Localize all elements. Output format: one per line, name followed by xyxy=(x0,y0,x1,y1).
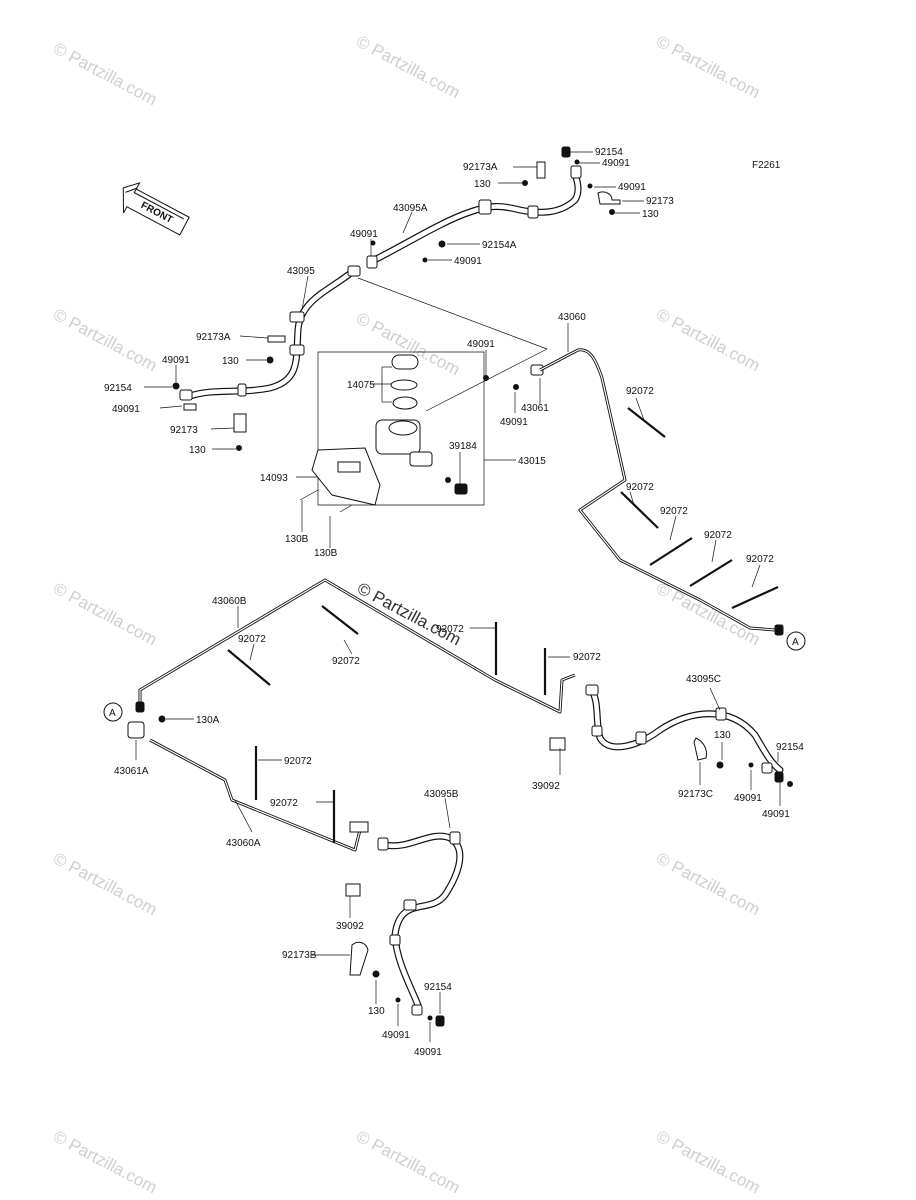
cable-ties-middle xyxy=(227,605,547,695)
callout-92072-m2: 92072 xyxy=(332,656,360,667)
callout-92072-r3: 92072 xyxy=(660,506,688,517)
watermark: © Partzilla.com xyxy=(353,1127,463,1198)
callout-92072-r4: 92072 xyxy=(704,530,732,541)
watermark: © Partzilla.com xyxy=(50,1127,160,1198)
callout-49091-mc1: 49091 xyxy=(467,339,495,350)
pipe-43060: A xyxy=(539,348,806,651)
callout-92154A: 92154A xyxy=(482,240,517,251)
leader-lines xyxy=(135,151,781,1042)
hose-43095B xyxy=(345,821,464,1027)
callout-43015: 43015 xyxy=(518,456,546,467)
callout-92072-r1: 92072 xyxy=(626,386,654,397)
callout-49091-left1: 49091 xyxy=(162,355,190,366)
watermark: © Partzilla.com xyxy=(653,579,763,650)
callout-49091-rc1: 49091 xyxy=(734,793,762,804)
callout-92072-m3: 92072 xyxy=(436,624,464,635)
hose-43095A-assembly xyxy=(366,146,621,269)
callout-49091-rc2: 49091 xyxy=(762,809,790,820)
callout-92072-m1: 92072 xyxy=(238,634,266,645)
callout-43095A: 43095A xyxy=(393,203,428,214)
watermark: © Partzilla.com xyxy=(50,305,160,376)
callout-49091-b: 49091 xyxy=(454,256,482,267)
callout-49091-a: 49091 xyxy=(350,229,378,240)
callout-39092-b: 39092 xyxy=(336,921,364,932)
callout-49091-mc2: 49091 xyxy=(500,417,528,428)
callout-92173-top: 92173 xyxy=(646,196,674,207)
callout-130A: 130A xyxy=(196,715,220,726)
pipe-43060A xyxy=(149,738,362,852)
watermark: © Partzilla.com xyxy=(653,1127,763,1198)
callout-130B-2: 130B xyxy=(314,548,338,559)
callout-130-top1: 130 xyxy=(474,179,491,190)
callout-43095C: 43095C xyxy=(686,674,721,685)
callout-130-left2: 130 xyxy=(189,445,206,456)
center-watermark: © Partzilla.com xyxy=(354,579,464,650)
callout-92173A-left: 92173A xyxy=(196,332,231,343)
callout-49091-b2: 49091 xyxy=(414,1047,442,1058)
watermark: © Partzilla.com xyxy=(353,32,463,103)
watermark: © Partzilla.com xyxy=(653,32,763,103)
callout-92154-b: 92154 xyxy=(424,982,452,993)
watermark: © Partzilla.com xyxy=(50,849,160,920)
callout-92072-b1: 92072 xyxy=(284,756,312,767)
connector-a-left: A xyxy=(109,708,116,719)
cable-ties-right xyxy=(620,407,779,610)
callout-92072-m4: 92072 xyxy=(573,652,601,663)
callout-49091-top2: 49091 xyxy=(618,182,646,193)
callout-92072-r2: 92072 xyxy=(626,482,654,493)
callout-92154-top: 92154 xyxy=(595,147,623,158)
callout-92072-b2: 92072 xyxy=(270,798,298,809)
callout-39092-r: 39092 xyxy=(532,781,560,792)
callout-43061: 43061 xyxy=(521,403,549,414)
master-cylinder-43015 xyxy=(299,351,544,513)
watermark: © Partzilla.com xyxy=(653,305,763,376)
callout-92173-left: 92173 xyxy=(170,425,198,436)
callout-130-top2: 130 xyxy=(642,209,659,220)
callout-130-rc: 130 xyxy=(714,730,731,741)
junction-43061A: A xyxy=(103,702,166,739)
callout-43061A: 43061A xyxy=(114,766,149,777)
callout-43095: 43095 xyxy=(287,266,315,277)
hose-43095-assembly xyxy=(172,265,361,451)
callout-49091-b1: 49091 xyxy=(382,1030,410,1041)
watermark: © Partzilla.com xyxy=(653,849,763,920)
callout-43060A: 43060A xyxy=(226,838,261,849)
callout-39184: 39184 xyxy=(449,441,477,452)
hose-43095C xyxy=(549,684,793,787)
callout-49091-top1: 49091 xyxy=(602,158,630,169)
connector-a-right: A xyxy=(792,637,799,648)
front-arrow-icon: FRONT xyxy=(122,182,190,236)
callout-130-left1: 130 xyxy=(222,356,239,367)
diagram-code: F2261 xyxy=(752,160,781,171)
watermark: © Partzilla.com xyxy=(50,579,160,650)
pipe-43060B xyxy=(135,578,576,714)
callout-92173A-top: 92173A xyxy=(463,162,498,173)
callout-labels: 92154 92173A 49091 130 49091 92173 130 4… xyxy=(104,147,804,1058)
callout-130-b: 130 xyxy=(368,1006,385,1017)
callout-92173C: 92173C xyxy=(678,789,713,800)
callout-14075: 14075 xyxy=(347,380,375,391)
callout-130B-1: 130B xyxy=(285,534,309,545)
callout-43060: 43060 xyxy=(558,312,586,323)
callout-43060B: 43060B xyxy=(212,596,247,607)
callout-14093: 14093 xyxy=(260,473,288,484)
watermark: © Partzilla.com xyxy=(50,39,160,110)
callout-43095B: 43095B xyxy=(424,789,459,800)
callout-92154-left: 92154 xyxy=(104,383,132,394)
callout-92072-r5: 92072 xyxy=(746,554,774,565)
callout-92173B: 92173B xyxy=(282,950,317,961)
callout-92154-rc: 92154 xyxy=(776,742,804,753)
callout-49091-left2: 49091 xyxy=(112,404,140,415)
